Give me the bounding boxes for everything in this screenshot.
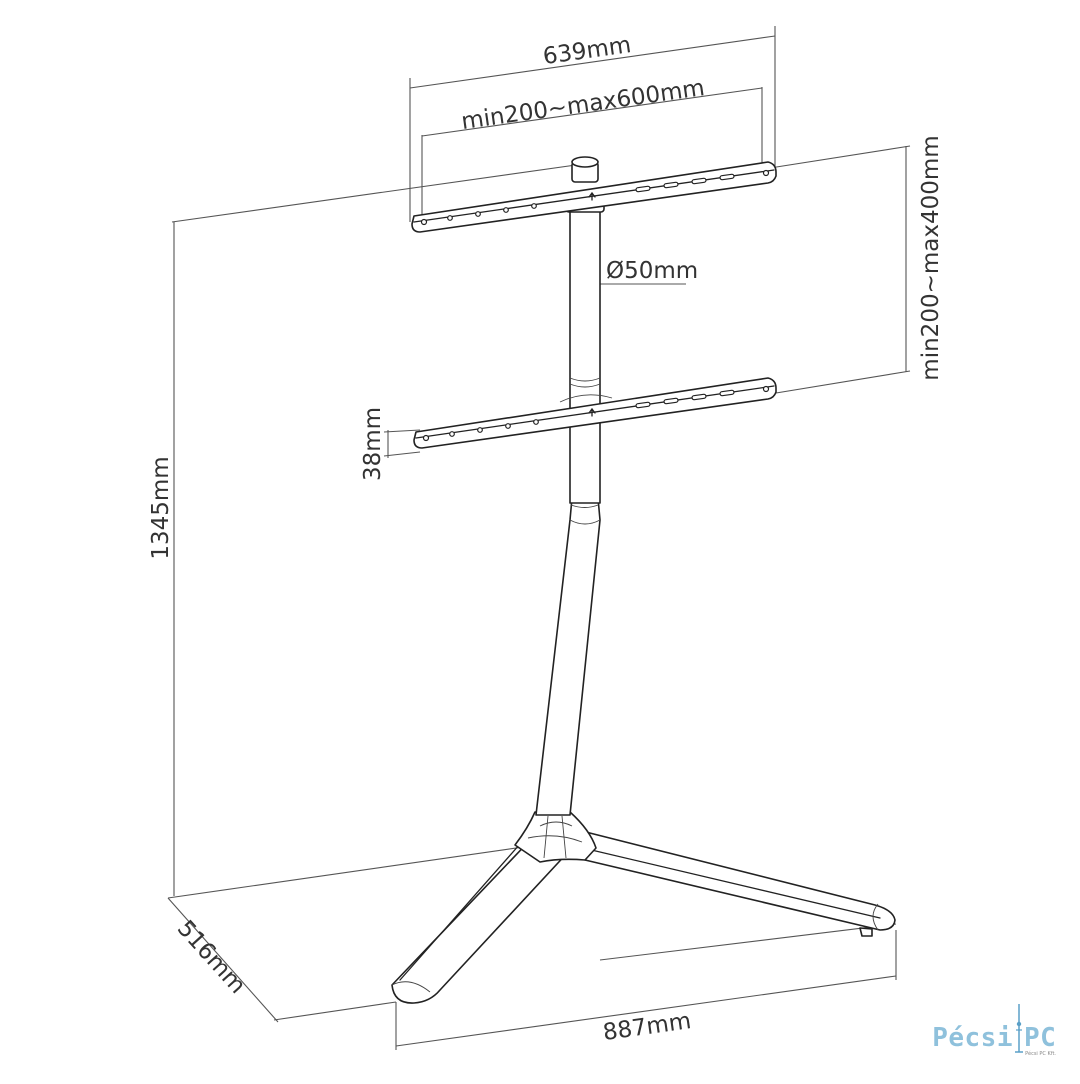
brand-logo: Pécsi PC Pécsi PC Kft. [932,1004,1056,1057]
pole-diameter-label: Ø50mm [606,258,698,284]
base-width-label: 887mm [601,1008,692,1046]
right-leg [569,827,896,931]
logo-subtitle: Pécsi PC Kft. [1025,1050,1056,1057]
logo-text-left: Pécsi [932,1023,1013,1053]
total-height-label: 1345mm [148,456,174,559]
left-leg [391,834,571,1004]
pole [569,204,601,504]
lower-column [535,497,601,816]
stand-column [535,197,605,816]
stand-base [391,811,896,1004]
lower-bracket [413,377,777,449]
base-hub [514,811,597,863]
top-bracket [411,156,777,233]
dimension-lines [167,26,911,1050]
base-depth-label: 516mm [172,916,251,999]
vesa-horizontal-label: min200~max600mm [460,75,707,135]
vesa-vertical-label: min200~max400mm [918,135,944,380]
logo-text-right: PC [1024,1023,1056,1053]
bracket-height-label: 38mm [360,407,386,481]
total-width-label: 639mm [541,32,632,70]
tower-icon [1015,1004,1023,1053]
